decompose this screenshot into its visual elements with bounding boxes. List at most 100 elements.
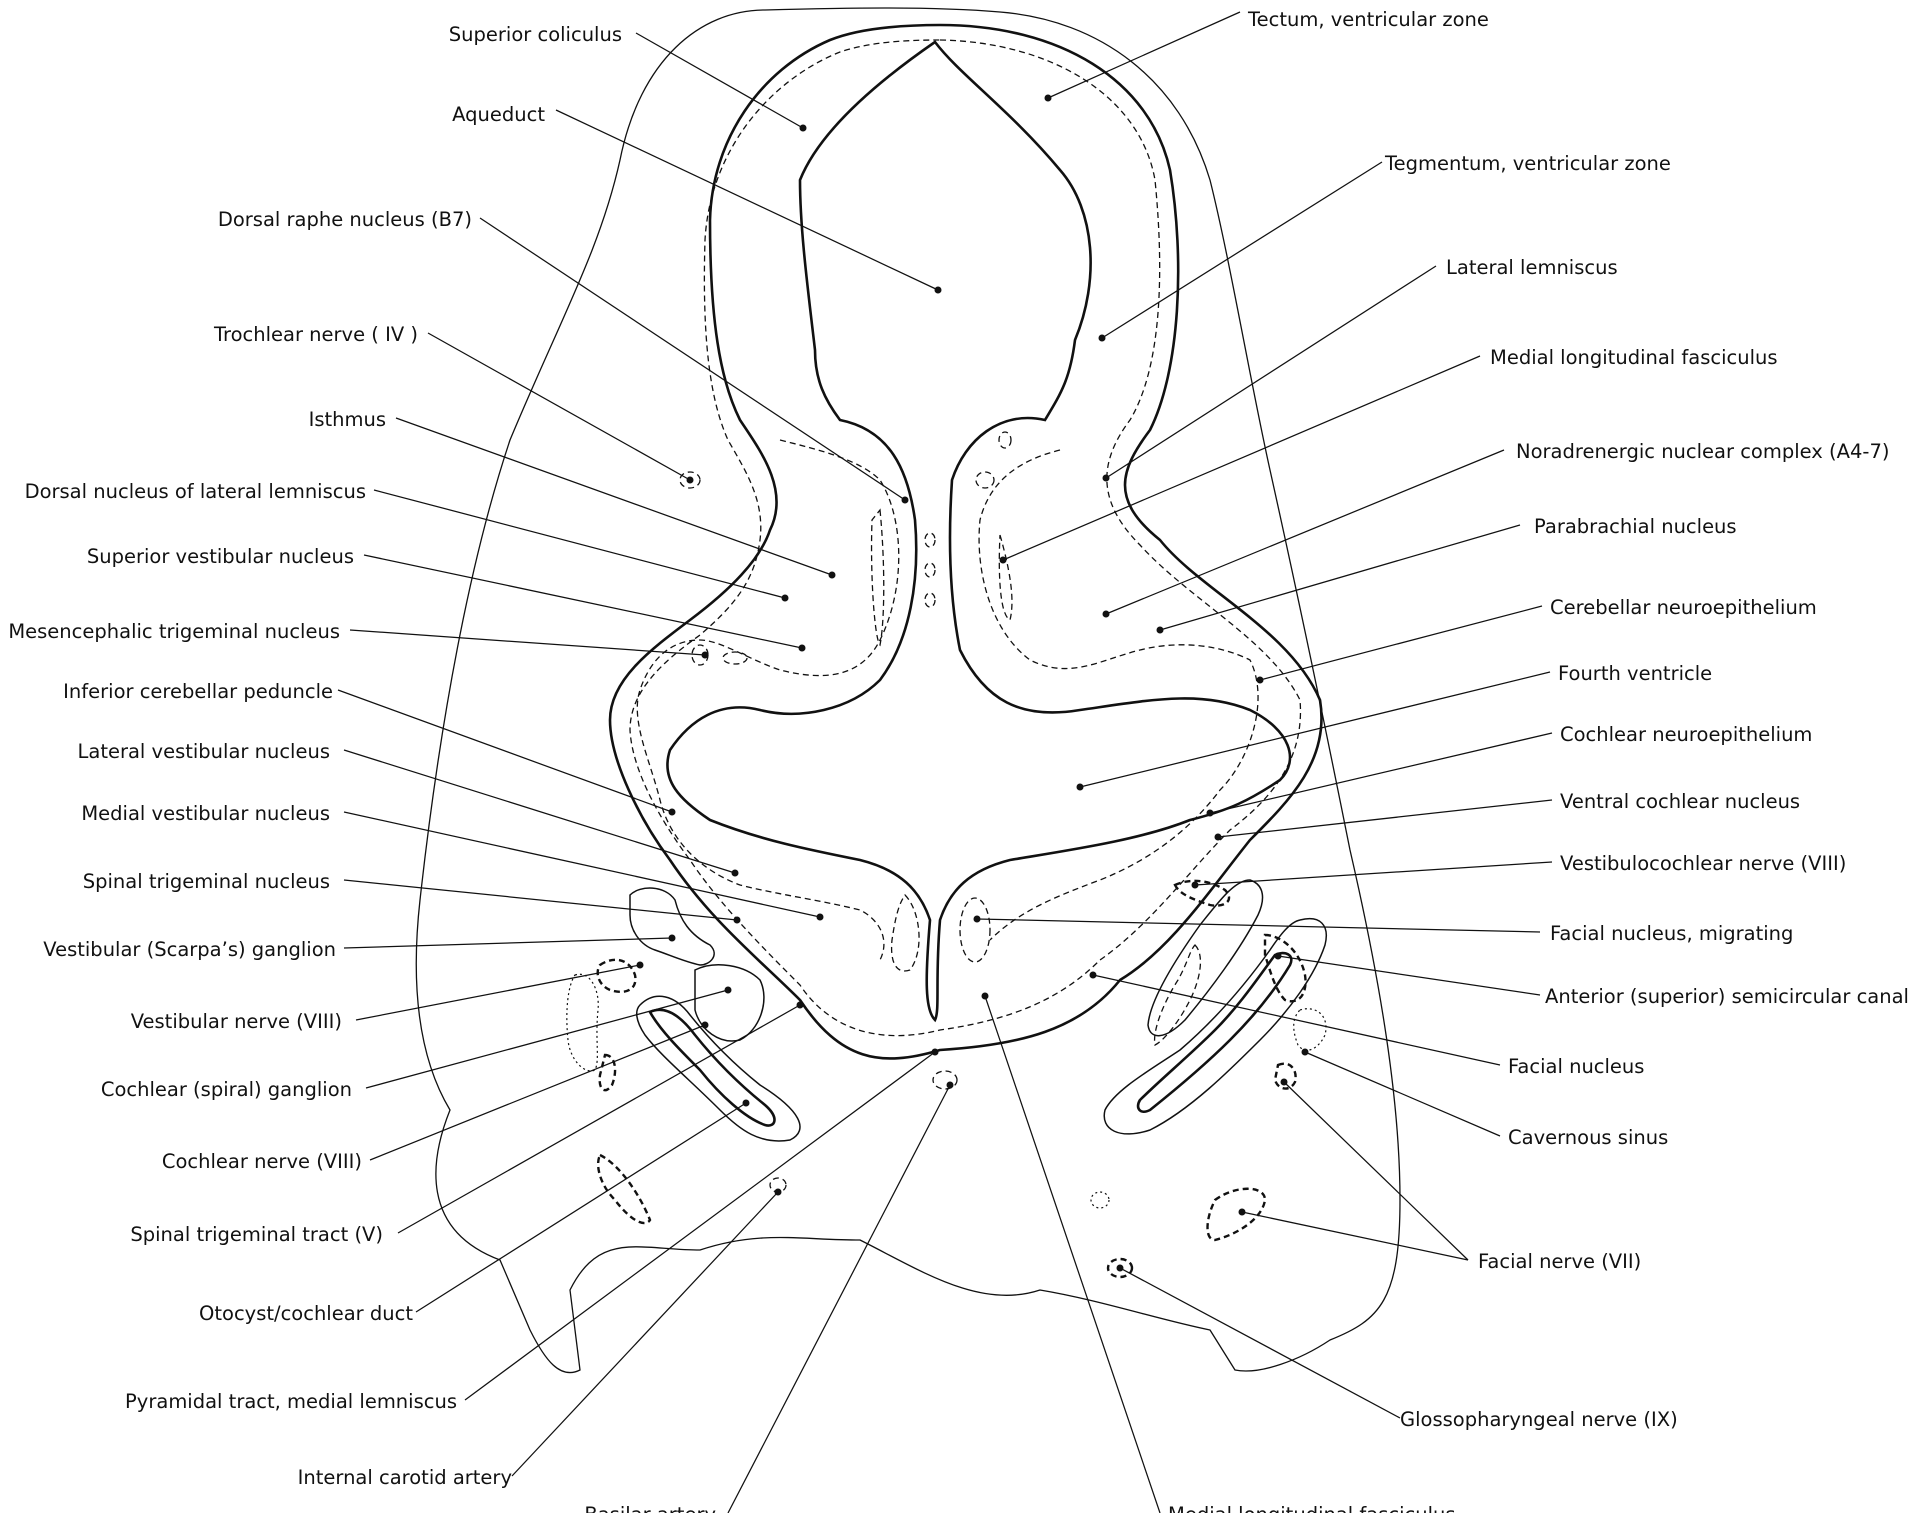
leader-aqueduct: [556, 110, 938, 290]
mesencephalic-nucleus-oval-2: [723, 652, 747, 664]
label-ventral-cochlear: Ventral cochlear nucleus: [1560, 790, 1800, 813]
leader-anterior-canal: [1278, 956, 1540, 995]
dot-vestibular-ganglion: [669, 935, 676, 942]
leader-spinal-trigeminal-tract: [398, 1005, 800, 1233]
leader-pyramidal-tract: [465, 1052, 935, 1400]
dot-anterior-canal: [1275, 953, 1282, 960]
label-parabrachial: Parabrachial nucleus: [1534, 515, 1737, 538]
label-cavernous-sinus: Cavernous sinus: [1508, 1126, 1668, 1149]
label-vestibular-ganglion: Vestibular (Scarpa’s) ganglion: [43, 938, 336, 961]
right-nuclear-region: [979, 450, 1258, 940]
label-medial-vestibular: Medial vestibular nucleus: [81, 802, 330, 825]
leader-mesencephalic: [350, 630, 705, 655]
right-dashed-strip: [1155, 945, 1201, 1045]
dot-spinal-trigeminal-nucleus: [734, 917, 741, 924]
dot-parabrachial: [1157, 627, 1164, 634]
dot-vestibulocochlear: [1192, 882, 1199, 889]
dot-cochlear-neuroepithelium: [1207, 810, 1214, 817]
label-facial-nucleus-migrating: Facial nucleus, migrating: [1550, 922, 1793, 945]
leader-dorsal-nucleus-ll: [374, 490, 785, 598]
label-mlf-top: Medial longitudinal fasciculus: [1490, 346, 1778, 369]
dot-internal-carotid: [775, 1189, 782, 1196]
leader-cochlear-neuroepithelium: [1210, 733, 1552, 813]
leader-glossopharyngeal: [1120, 1268, 1400, 1418]
leader-otocyst: [416, 1103, 746, 1312]
dot-noradrenergic: [1103, 611, 1110, 618]
cavernous-sinus-section: [1294, 1009, 1326, 1050]
left-dotted-region: [567, 974, 598, 1071]
label-otocyst: Otocyst/cochlear duct: [199, 1302, 413, 1325]
label-mesencephalic: Mesencephalic trigeminal nucleus: [8, 620, 340, 643]
dot-facial-nucleus: [1090, 972, 1097, 979]
label-cochlear-neuroepithelium: Cochlear neuroepithelium: [1560, 723, 1812, 746]
left-dashed-blob-2: [598, 1155, 650, 1223]
small-dashed-oval-1: [976, 472, 994, 488]
dot-isthmus: [829, 572, 836, 579]
leader-mlf-bottom: [985, 996, 1160, 1513]
dot-inferior-cerebellar-peduncle: [669, 809, 676, 816]
otocyst-right-upper: [1148, 880, 1263, 1036]
label-cerebellar-neuroepithelium: Cerebellar neuroepithelium: [1550, 596, 1817, 619]
section-outlines: [416, 8, 1400, 1373]
label-spinal-trigeminal-nucleus: Spinal trigeminal nucleus: [83, 870, 330, 893]
dot-pyramidal-tract: [932, 1049, 939, 1056]
leader-dorsal-raphe: [480, 218, 905, 500]
small-dashed-oval-2: [925, 533, 935, 547]
label-aqueduct: Aqueduct: [452, 103, 545, 126]
leader-ventral-cochlear: [1218, 800, 1552, 837]
mlf-strip-left: [872, 510, 884, 645]
dot-basilar-artery: [947, 1082, 954, 1089]
facial-nerve-section-lower: [1208, 1189, 1266, 1240]
leader-vestibular-ganglion: [344, 938, 672, 948]
dot-dorsal-nucleus-ll: [782, 595, 789, 602]
dot-vestibular-nerve: [637, 962, 644, 969]
label-vestibular-nerve: Vestibular nerve (VIII): [131, 1010, 342, 1033]
small-dashed-oval-5: [999, 432, 1011, 448]
leader-mlf-top: [1003, 356, 1480, 560]
label-noradrenergic: Noradrenergic nuclear complex (A4-7): [1516, 440, 1889, 463]
leader-cavernous-sinus: [1305, 1052, 1500, 1136]
leader-cochlear-ganglion: [366, 990, 728, 1088]
label-lateral-lemniscus: Lateral lemniscus: [1446, 256, 1618, 279]
leader-facial-nucleus-migrating: [977, 919, 1540, 932]
label-lateral-vestibular: Lateral vestibular nucleus: [78, 740, 331, 763]
left-nuclear-region: [637, 440, 898, 960]
label-inferior-cerebellar-peduncle: Inferior cerebellar peduncle: [63, 680, 333, 703]
leader-internal-carotid: [512, 1192, 778, 1476]
dot-ventral-cochlear: [1215, 834, 1222, 841]
dot-superior-coliculus: [800, 125, 807, 132]
label-trochlear: Trochlear nerve ( IV ): [213, 323, 418, 346]
small-dashed-oval-3: [925, 563, 935, 577]
label-basilar-artery: Basilar artery: [584, 1503, 716, 1513]
basilar-artery-section: [933, 1071, 957, 1089]
dot-superior-vestibular: [799, 645, 806, 652]
dot-facial-nucleus-migrating: [974, 916, 981, 923]
label-tectum: Tectum, ventricular zone: [1247, 8, 1489, 31]
leader-facial-nerve-a: [1284, 1082, 1468, 1260]
dot-mesencephalic: [702, 652, 709, 659]
small-dotted-oval: [1091, 1192, 1109, 1208]
dot-dorsal-raphe: [902, 497, 909, 504]
label-tegmentum: Tegmentum, ventricular zone: [1384, 152, 1671, 175]
dot-mlf-bottom: [982, 993, 989, 1000]
dot-aqueduct: [935, 287, 942, 294]
dot-glossopharyngeal: [1117, 1265, 1124, 1272]
dot-medial-vestibular: [817, 914, 824, 921]
small-dashed-oval-4: [925, 593, 935, 607]
leader-noradrenergic: [1106, 450, 1504, 614]
label-fourth-ventricle: Fourth ventricle: [1558, 662, 1712, 685]
label-superior-vestibular: Superior vestibular nucleus: [87, 545, 354, 568]
dot-cochlear-nerve: [702, 1022, 709, 1029]
labels-right: Tectum, ventricular zone Tegmentum, vent…: [1168, 8, 1909, 1513]
dot-tectum: [1045, 95, 1052, 102]
leader-superior-coliculus: [636, 33, 803, 128]
dot-lateral-lemniscus: [1103, 475, 1110, 482]
label-isthmus: Isthmus: [309, 408, 386, 431]
mlf-strip-right: [999, 535, 1012, 620]
leader-inferior-cerebellar-peduncle: [338, 690, 672, 812]
dot-spinal-trigeminal-tract: [797, 1002, 804, 1009]
cochlear-ganglion-outline: [695, 965, 764, 1041]
vestibular-nerve-section: [598, 960, 636, 992]
leader-lateral-lemniscus: [1106, 266, 1436, 478]
label-anterior-canal: Anterior (superior) semicircular canal: [1545, 985, 1909, 1008]
